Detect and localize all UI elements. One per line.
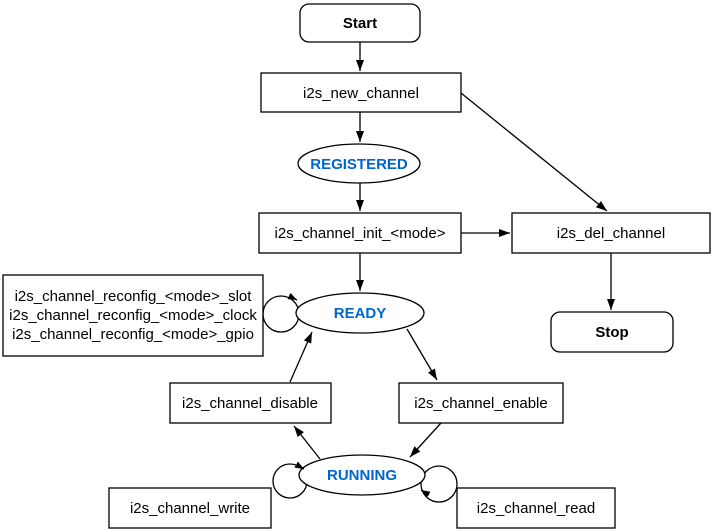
arrow-disable-to-ready [289, 331, 313, 383]
arrow-ready-to-enable [406, 328, 438, 381]
i2s-new-channel-label: i2s_new_channel [303, 85, 419, 102]
reconfig-clock-label: i2s_channel_reconfig_<mode>_clock [9, 307, 257, 324]
i2s-channel-enable-label: i2s_channel_enable [414, 395, 547, 412]
registered-state-ellipse [297, 143, 421, 184]
running-self-loop-right-arrowhead [420, 489, 431, 498]
i2s-channel-reconfig-box [2, 274, 264, 357]
start-node [299, 3, 421, 43]
i2s-channel-enable-box [398, 382, 564, 424]
i2s-del-channel-box [511, 212, 711, 254]
running-state-ellipse [298, 454, 426, 496]
reconfig-gpio-label: i2s_channel_reconfig_<mode>_gpio [12, 326, 254, 343]
i2s-new-channel-box [260, 72, 462, 113]
i2s-channel-read-box [456, 487, 616, 529]
ready-self-loop [262, 295, 300, 333]
stop-label: Stop [595, 324, 628, 341]
stop-node [550, 311, 674, 353]
i2s-channel-init-box [258, 212, 462, 254]
registered-state-label: REGISTERED [310, 156, 408, 173]
i2s-channel-disable-box [169, 382, 332, 424]
arrow-new-channel-to-del-channel [460, 92, 608, 212]
reconfig-slot-label: i2s_channel_reconfig_<mode>_slot [15, 288, 253, 305]
arrow-running-to-disable [293, 425, 321, 460]
arrow-enable-to-running [409, 422, 442, 458]
running-self-loop-left-arrowhead [294, 461, 305, 470]
start-label: Start [343, 15, 377, 32]
i2s-channel-disable-label: i2s_channel_disable [182, 395, 318, 412]
ready-state-ellipse [295, 292, 425, 334]
ready-state-label: READY [334, 305, 387, 322]
running-self-loop-right [420, 465, 458, 503]
i2s-channel-read-label: i2s_channel_read [477, 500, 595, 517]
ready-self-loop-arrowhead [287, 292, 298, 301]
i2s-channel-write-box [108, 487, 272, 529]
i2s-channel-write-label: i2s_channel_write [130, 500, 250, 517]
i2s-del-channel-label: i2s_del_channel [557, 225, 665, 242]
i2s-channel-init-label: i2s_channel_init_<mode> [275, 225, 446, 242]
running-state-label: RUNNING [327, 467, 397, 484]
